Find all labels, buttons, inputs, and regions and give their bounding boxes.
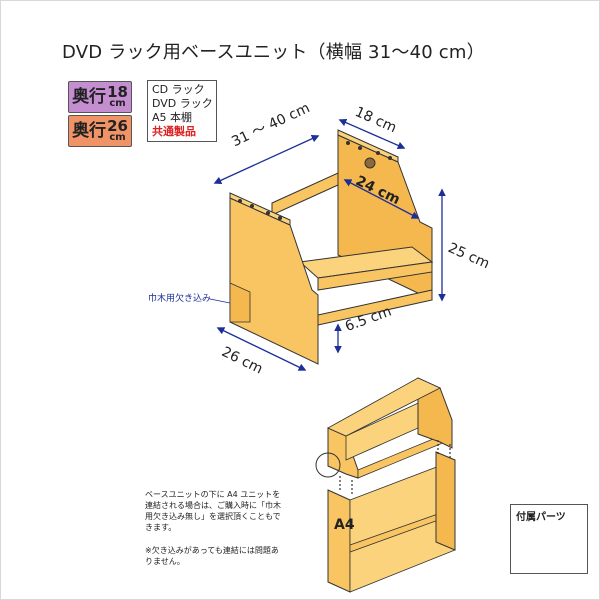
usage-item: A5 本棚: [152, 111, 193, 124]
dowel-icon: [376, 151, 380, 155]
cutout-label: 巾木用欠き込み: [148, 294, 212, 304]
badge-unit: cm: [109, 98, 126, 109]
badge-unit: cm: [109, 132, 126, 143]
note-line: ベースユニットの下に A4 ユニットを: [145, 490, 281, 499]
cutout-leader: [209, 298, 231, 304]
connection-note: ベースユニットの下に A4 ユニットを 連結される場合は、ご購入時に「巾木 用欠…: [145, 489, 281, 533]
depth-26-badge: 奥行 26 cm: [68, 115, 132, 147]
usage-item: CD ラック: [152, 83, 205, 96]
badge-number: 26: [107, 117, 128, 135]
dowel-icon: [388, 156, 392, 160]
inner-depth-arrow: [343, 179, 420, 219]
dowel-icon: [278, 216, 282, 220]
shelf-board: [298, 246, 434, 291]
depth-bottom-arrow: [216, 327, 307, 371]
dowel-icon: [266, 211, 270, 215]
back-rail: [271, 172, 339, 216]
dowel-icon: [346, 141, 350, 145]
note-line: ※欠き込みがあっても連結には問題あ: [145, 546, 279, 555]
badge-kanji: 奥行: [72, 86, 107, 107]
depth-top-arrow: [338, 118, 406, 150]
parts-title: 付属パーツ: [516, 512, 566, 523]
page-title: DVD ラック用ベースユニット（横幅 31〜40 cm）: [62, 42, 485, 63]
cutout-notch: [229, 282, 251, 323]
usage-item: DVD ラック: [152, 97, 213, 110]
included-parts-box: 付属パーツ: [510, 504, 588, 574]
assembly-drawing: [315, 377, 456, 593]
depth-18-badge: 奥行 18 cm: [68, 81, 132, 113]
note-line: きます。: [145, 523, 177, 532]
badge-number: 18: [107, 83, 128, 101]
a4-unit-label: A4: [334, 517, 355, 533]
note-line: 連結される場合は、ご購入時に「巾木: [145, 501, 281, 510]
dowel-icon: [250, 204, 254, 208]
width-arrow: [213, 135, 320, 184]
cutout-note: ※欠き込みがあっても連結には問題あ りません。: [145, 545, 279, 567]
usage-item-common: 共通製品: [152, 125, 196, 138]
dowel-icon: [238, 199, 242, 203]
badge-kanji: 奥行: [72, 120, 107, 141]
dowel-icon: [358, 146, 362, 150]
left-side-panel: [229, 192, 319, 365]
note-line: りません。: [145, 557, 185, 566]
note-line: 用欠き込み無し」を選択頂くこともで: [145, 512, 281, 521]
hole-icon: [364, 157, 376, 169]
usage-list: CD ラック DVD ラック A5 本棚 共通製品: [147, 80, 217, 142]
detail-circle: [315, 452, 341, 478]
